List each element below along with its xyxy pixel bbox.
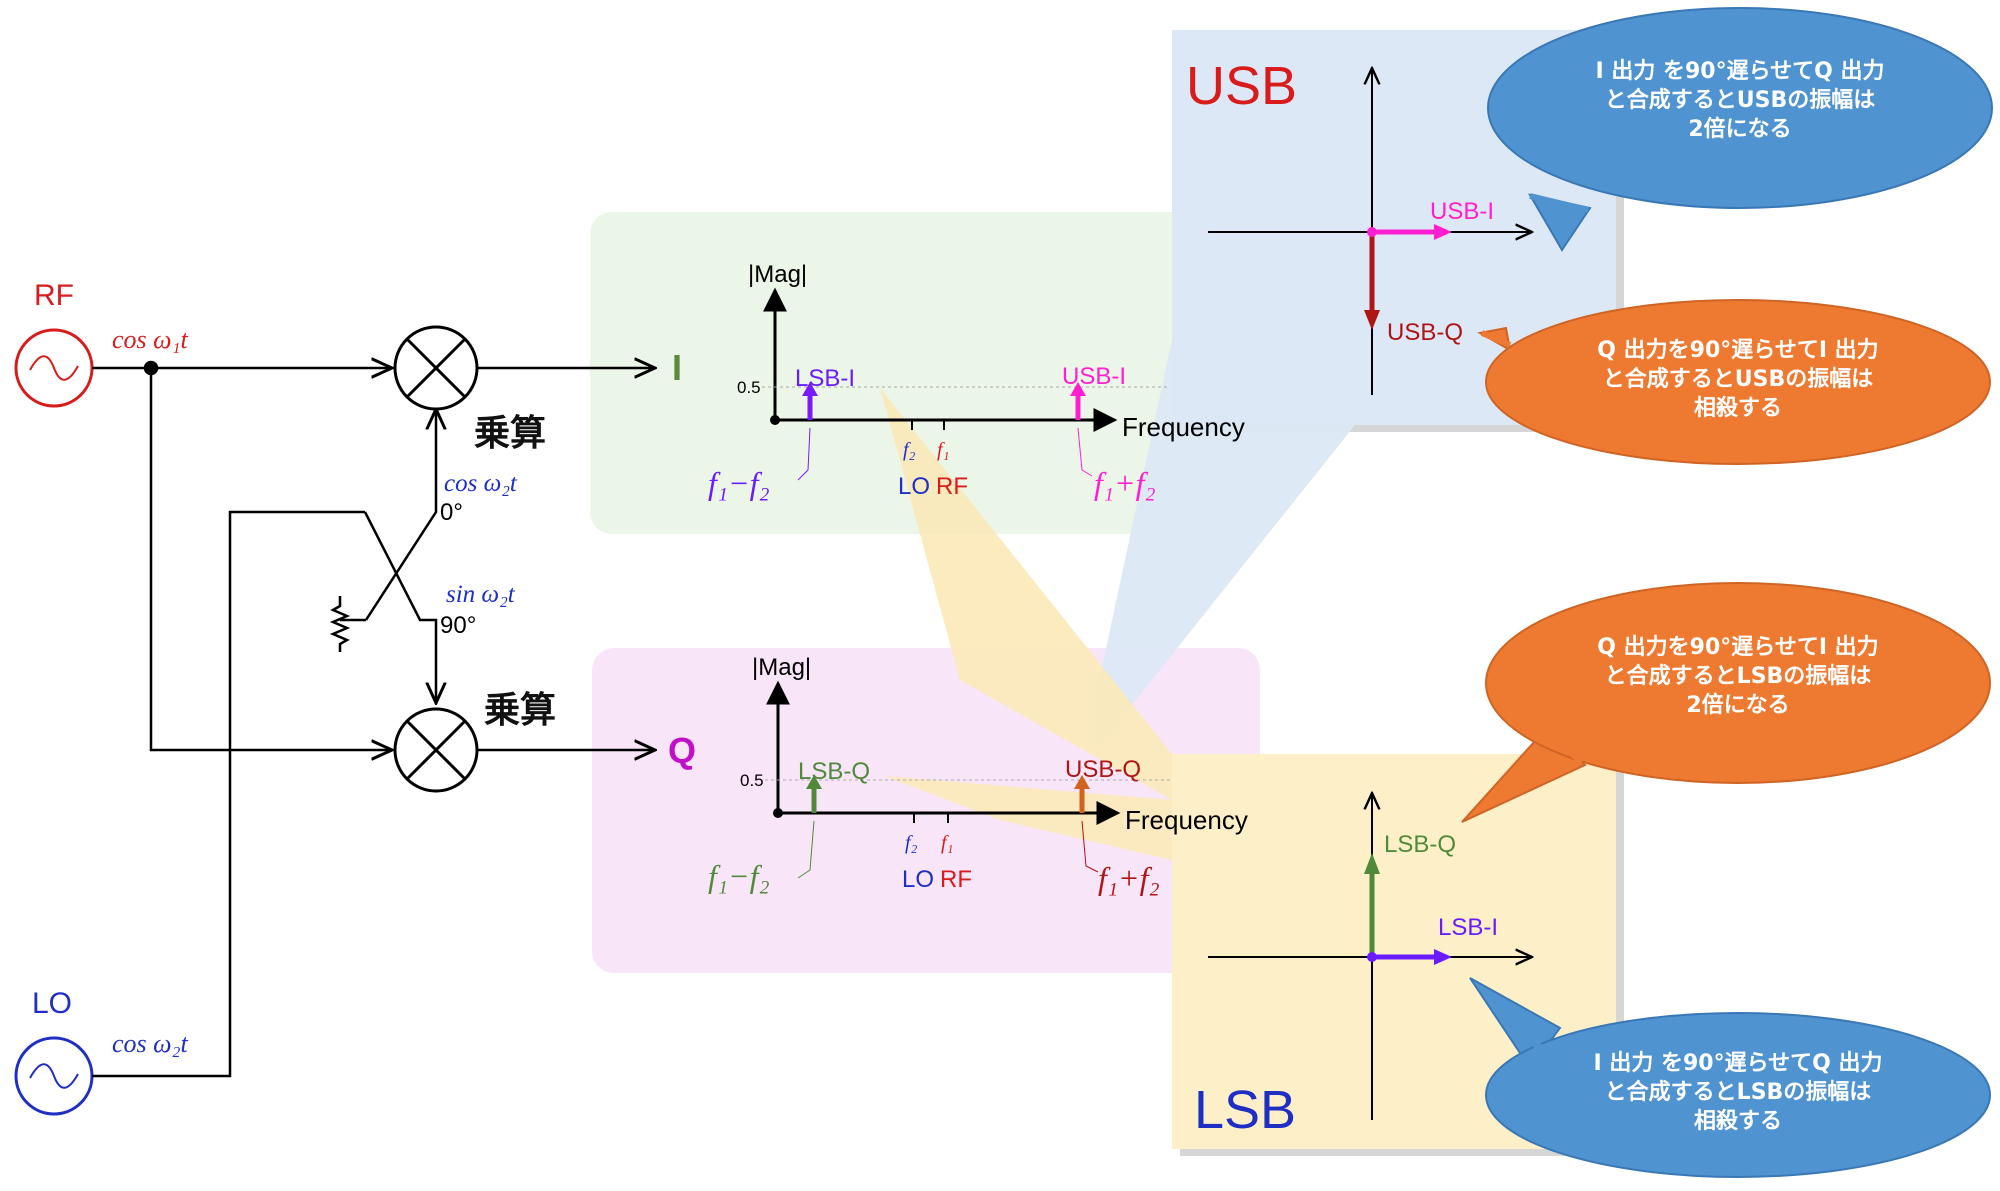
i-x-axis-label: Frequency xyxy=(1122,412,1245,442)
lsb-callout-top-line-3: 2倍になる xyxy=(1686,692,1789,718)
q-x-axis-label: Frequency xyxy=(1125,805,1248,835)
hybrid-cos-label: cos ω₂t xyxy=(444,470,518,497)
i-lsb-label: LSB-I xyxy=(795,365,855,392)
usb-callout-top-line-2: と合成するとUSBの振幅は xyxy=(1605,87,1875,113)
q-tick-label: 0.5 xyxy=(740,771,764,790)
usb-title: USB xyxy=(1186,56,1297,116)
lsb-phasor-axes xyxy=(1208,793,1532,1120)
i-rf-freq: f₁ xyxy=(937,439,950,461)
i-output-label: I xyxy=(672,347,682,388)
i-spectrum-chart xyxy=(762,287,1170,481)
i-tick-label: 0.5 xyxy=(737,378,761,397)
i-rf-name: RF xyxy=(936,473,968,500)
q-y-axis-label: |Mag| xyxy=(752,654,811,681)
i-y-axis-label: |Mag| xyxy=(748,261,807,288)
usb-callout-bottom: Q 出力を90°遅らせてI 出力 と合成するとUSBの振幅は 相殺する xyxy=(1477,299,1991,465)
usb-callout-bottom-line-1: Q 出力を90°遅らせてI 出力 xyxy=(1597,338,1878,363)
usb-i-phasor-label: USB-I xyxy=(1430,198,1494,225)
hybrid-cos-phase: 0° xyxy=(440,499,463,526)
i-usb-label: USB-I xyxy=(1062,363,1126,390)
q-lsb-label: LSB-Q xyxy=(798,758,870,785)
mixer-i-label: 乗算 xyxy=(474,412,546,453)
lsb-callout-bottom-line-2: と合成するとLSBの振幅は xyxy=(1605,1079,1872,1105)
lsb-i-phasor-label: LSB-I xyxy=(1438,914,1498,941)
usb-callout-bottom-line-3: 相殺する xyxy=(1694,395,1782,421)
hybrid-sin-label: sin ω₂t xyxy=(446,581,516,608)
hybrid-sin-phase: 90° xyxy=(440,612,476,639)
q-output-label: Q xyxy=(668,730,696,771)
i-upper-sideband-formula: f₁+f₂ xyxy=(1094,465,1156,501)
mixer-i xyxy=(393,325,479,411)
i-lo-freq: f₂ xyxy=(903,439,916,461)
q-rf-freq: f₁ xyxy=(941,832,954,854)
lsb-callout-top-line-1: Q 出力を90°遅らせてI 出力 xyxy=(1597,635,1878,660)
lsb-callout-top-line-2: と合成するとLSBの振幅は xyxy=(1605,663,1872,689)
q-lo-freq: f₂ xyxy=(905,832,918,854)
q-usb-label: USB-Q xyxy=(1065,756,1141,783)
lsb-callout-bottom-line-3: 相殺する xyxy=(1694,1108,1782,1134)
mixer-q xyxy=(393,707,479,793)
lo-source xyxy=(14,1036,94,1116)
q-lower-sideband-formula: f₁−f₂ xyxy=(708,858,770,894)
q-rf-name: RF xyxy=(940,866,972,893)
q-lo-name: LO xyxy=(902,866,934,893)
lsb-callout-bottom: I 出力 を90°遅らせてQ 出力 と合成するとLSBの振幅は 相殺する xyxy=(1469,977,1991,1178)
usb-callout-bottom-line-2: と合成するとUSBの振幅は xyxy=(1603,366,1873,392)
usb-pointer-wedge xyxy=(1095,340,1355,745)
lo-label: LO xyxy=(32,987,72,1020)
q-spectrum-chart xyxy=(765,680,1170,879)
q-upper-sideband-formula: f₁+f₂ xyxy=(1098,860,1160,896)
lsb-callout-top: Q 出力を90°遅らせてI 出力 と合成するとLSBの振幅は 2倍になる xyxy=(1461,582,1991,823)
lsb-title: LSB xyxy=(1194,1080,1296,1140)
circuit-wires xyxy=(92,362,655,1078)
i-lo-name: LO xyxy=(898,473,930,500)
lsb-callout-bottom-line-1: I 出力 を90°遅らせてQ 出力 xyxy=(1593,1051,1882,1076)
lsb-pointer-wedge xyxy=(880,388,1172,800)
lo-signal: cos ω₂t xyxy=(112,1029,189,1058)
usb-callout-top: I 出力 を90°遅らせてQ 出力 と合成するとUSBの振幅は 2倍になる xyxy=(1487,7,1993,252)
rf-label: RF xyxy=(34,279,74,312)
usb-callout-top-line-3: 2倍になる xyxy=(1688,116,1791,142)
rf-source xyxy=(14,328,94,408)
i-spectrum-panel xyxy=(590,212,1260,534)
rf-signal: cos ω₁t xyxy=(112,325,189,354)
usb-callout-top-line-1: I 出力 を90°遅らせてQ 出力 xyxy=(1595,59,1884,84)
mixer-q-label: 乗算 xyxy=(484,689,556,730)
usb-phasor-axes xyxy=(1208,68,1532,395)
i-lower-sideband-formula: f₁−f₂ xyxy=(708,465,770,501)
lsb-q-phasor-label: LSB-Q xyxy=(1384,831,1456,858)
usb-q-phasor-label: USB-Q xyxy=(1387,319,1463,346)
